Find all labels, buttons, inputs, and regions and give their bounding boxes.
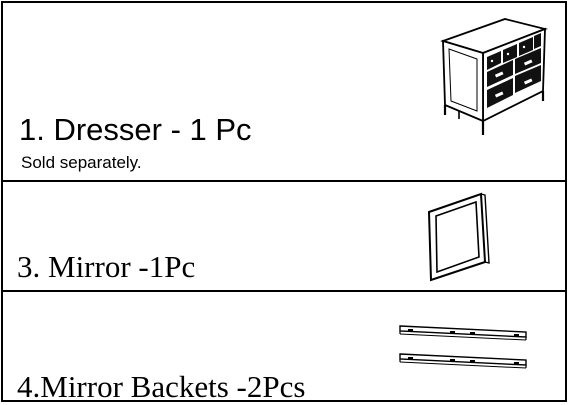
part-row-mirror: 3. Mirror -1Pc (1, 180, 567, 292)
part-title: 3. Mirror -1Pc (17, 249, 196, 284)
part-row-mirror-brackets: 4.Mirror Backets -2Pcs (1, 290, 567, 404)
part-title: 1. Dresser - 1 Pc (19, 112, 252, 147)
part-note: Sold separately. (21, 153, 142, 172)
part-title: 4.Mirror Backets -2Pcs (17, 369, 306, 404)
dresser-icon (440, 18, 548, 135)
part-row-dresser: 1. Dresser - 1 Pc Sold separately. (1, 1, 567, 182)
mirror-icon (427, 192, 490, 282)
mirror-brackets-icon (399, 325, 527, 369)
